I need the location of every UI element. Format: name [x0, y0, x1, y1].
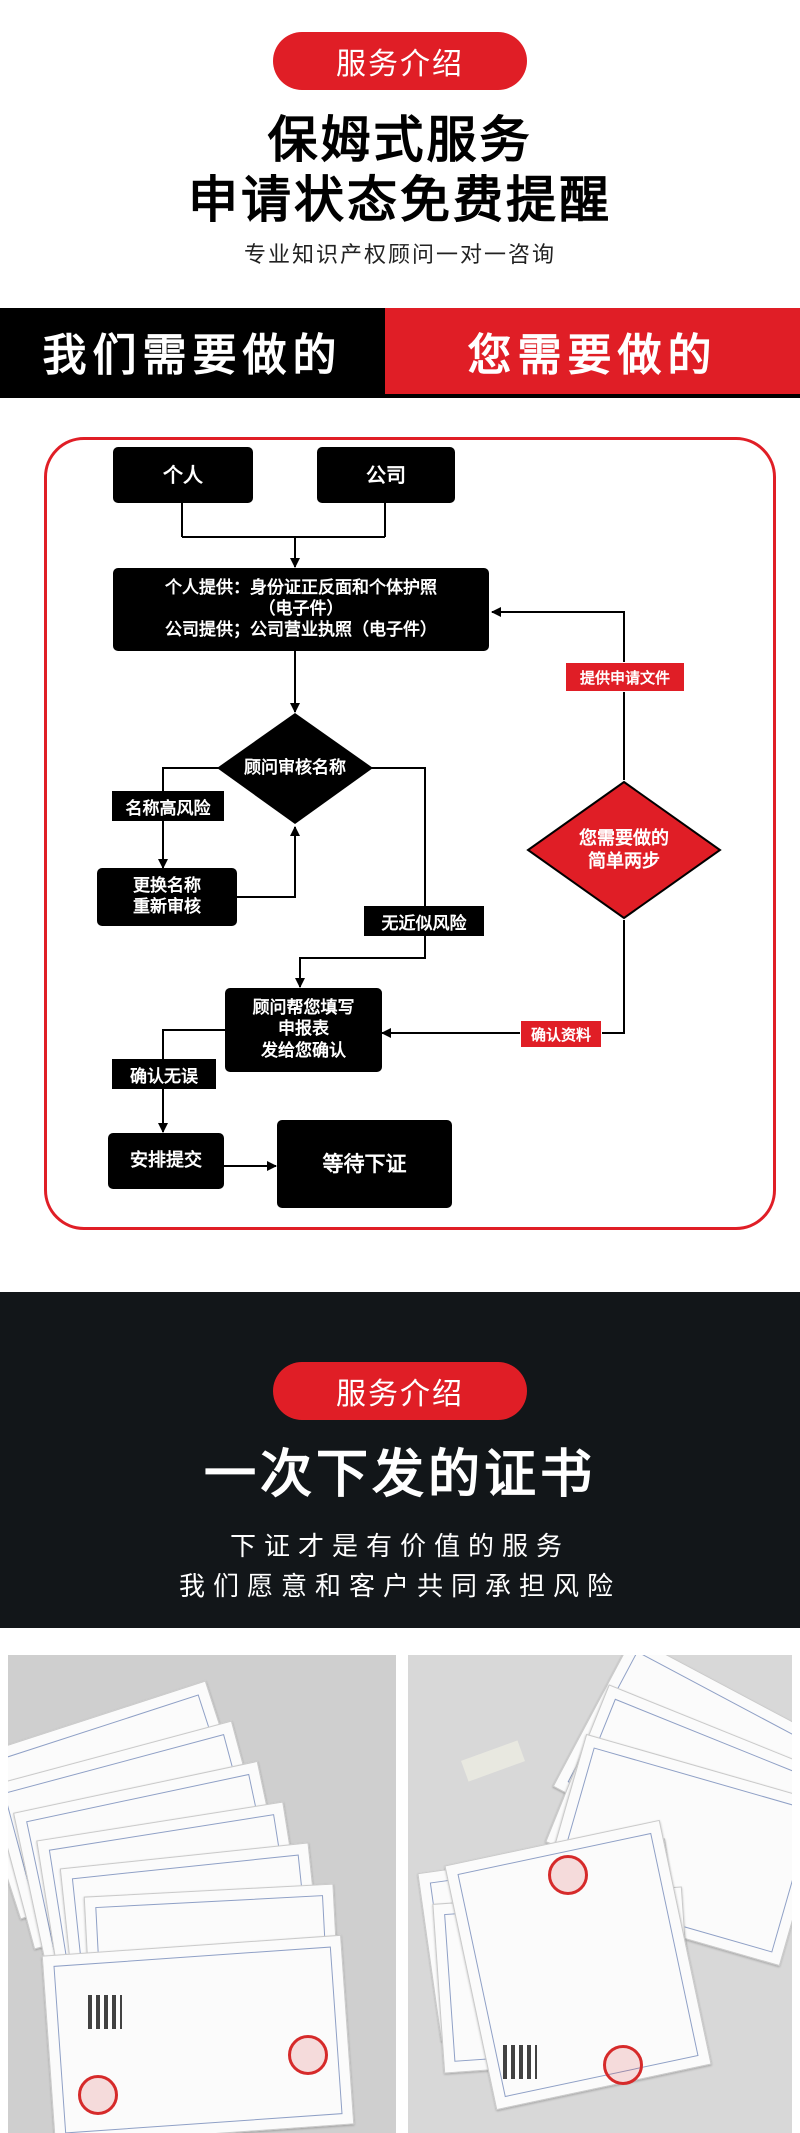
paper-clip — [461, 1740, 525, 1782]
fill-line-2: 申报表 — [278, 1019, 329, 1040]
review-name-label: 顾问审核名称 — [217, 748, 373, 788]
provide-docs-label: 提供申请文件 — [565, 662, 685, 692]
arrange-submit-label: 安排提交 — [130, 1149, 202, 1171]
qr-code-icon — [503, 2045, 537, 2079]
certificate-sub-line-2: 我们愿意和客户共同承担风险 — [178, 1572, 621, 1602]
fill-line-1: 顾问帮您填写 — [252, 998, 355, 1019]
individual-box: 个人 — [113, 447, 253, 503]
you-need-to-do-label: 您需要做的 — [385, 308, 800, 394]
provide-line-3: 公司提供；公司营业执照（电子件） — [165, 620, 437, 641]
your-steps-line-1: 您需要做的 — [579, 827, 669, 849]
fill-line-3: 发给您确认 — [261, 1040, 346, 1061]
no-similar-risk-label: 无近似风险 — [364, 906, 484, 936]
your-steps-line-2: 简单两步 — [588, 851, 660, 872]
provide-line-1: 个人提供：身份证正反面和个体护照 — [165, 577, 437, 598]
flowchart-frame — [44, 437, 776, 1230]
high-risk-label: 名称高风险 — [112, 791, 224, 821]
fill-form-box: 顾问帮您填写 申报表 发给您确认 — [225, 988, 382, 1072]
change-name-line-2: 重新审核 — [133, 897, 201, 917]
review-name-text: 顾问审核名称 — [244, 757, 346, 778]
headline-line-1: 保姆式服务 — [267, 111, 533, 169]
arrange-submit-box: 安排提交 — [108, 1133, 224, 1189]
seal-icon — [78, 2075, 118, 2115]
service-intro-pill: 服务介绍 — [273, 32, 527, 90]
await-certificate-box: 等待下证 — [277, 1120, 452, 1208]
band-divider — [0, 394, 800, 398]
provide-line-2: （电子件） — [258, 598, 344, 619]
seal-icon — [548, 1855, 588, 1895]
seal-icon — [603, 2045, 643, 2085]
service-intro-pill-2: 服务介绍 — [273, 1362, 527, 1420]
confirmed-label: 确认无误 — [112, 1059, 216, 1089]
certificate-sub-line-1: 下证才是有价值的服务 — [229, 1532, 570, 1562]
await-certificate-label: 等待下证 — [322, 1150, 407, 1176]
certificates-photo-right — [408, 1655, 792, 2133]
headline-line-2: 申请状态免费提醒 — [188, 171, 612, 229]
individual-label: 个人 — [163, 462, 203, 487]
subline: 专业知识产权顾问一对一咨询 — [243, 243, 556, 268]
qr-code-icon — [88, 1995, 122, 2029]
seal-icon — [288, 2035, 328, 2075]
change-name-box: 更换名称 重新审核 — [97, 868, 237, 926]
provide-documents-box: 个人提供：身份证正反面和个体护照 （电子件） 公司提供；公司营业执照（电子件） — [113, 568, 489, 651]
certificate-headline: 一次下发的证书 — [203, 1445, 596, 1505]
company-label: 公司 — [366, 462, 406, 487]
company-box: 公司 — [317, 447, 455, 503]
confirm-info-label: 确认资料 — [520, 1020, 602, 1048]
certificates-photo-left — [8, 1655, 396, 2133]
we-need-to-do-label: 我们需要做的 — [0, 308, 385, 394]
your-steps-label: 您需要做的 简单两步 — [548, 822, 700, 878]
change-name-line-1: 更换名称 — [133, 875, 201, 896]
certificate-section — [0, 1292, 800, 1628]
